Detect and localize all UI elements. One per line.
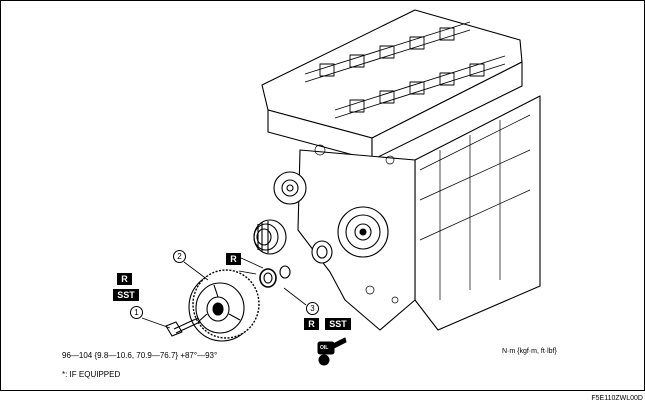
footnote-if-equipped: *: IF EQUIPPED <box>62 370 121 379</box>
idler-pulley-upper <box>273 171 307 205</box>
oil-application-icon <box>317 337 347 366</box>
crankshaft-pulley <box>188 269 260 342</box>
replace-badge-bolt: R <box>117 273 132 285</box>
leader-lines <box>141 257 307 329</box>
callout-1: 1 <box>130 306 143 319</box>
callout-2: 2 <box>173 250 186 263</box>
camshafts <box>304 21 506 119</box>
crankshaft-nose <box>311 240 333 264</box>
figure-code: F5E110ZWL00D <box>591 395 643 402</box>
sst-badge-bolt: SST <box>113 289 139 301</box>
front-oil-seal <box>259 265 291 288</box>
torque-specification: 96—104 {9.8—10.6, 70.9—76.7} +87°—93° <box>62 351 218 360</box>
tensioner-pulley <box>253 219 287 255</box>
replace-badge-seal: R <box>304 318 319 330</box>
sst-badge-seal: SST <box>325 318 351 330</box>
water-pump-pulley <box>337 206 389 258</box>
oil-icon-label: OIL <box>320 345 329 351</box>
units-note: N·m {kgf·m, ft·lbf} <box>502 348 557 355</box>
replace-badge-pulley: R <box>226 253 241 265</box>
callout-3: 3 <box>306 302 319 315</box>
block-ribs <box>314 114 531 304</box>
crankshaft-pulley-bolt <box>165 317 201 337</box>
